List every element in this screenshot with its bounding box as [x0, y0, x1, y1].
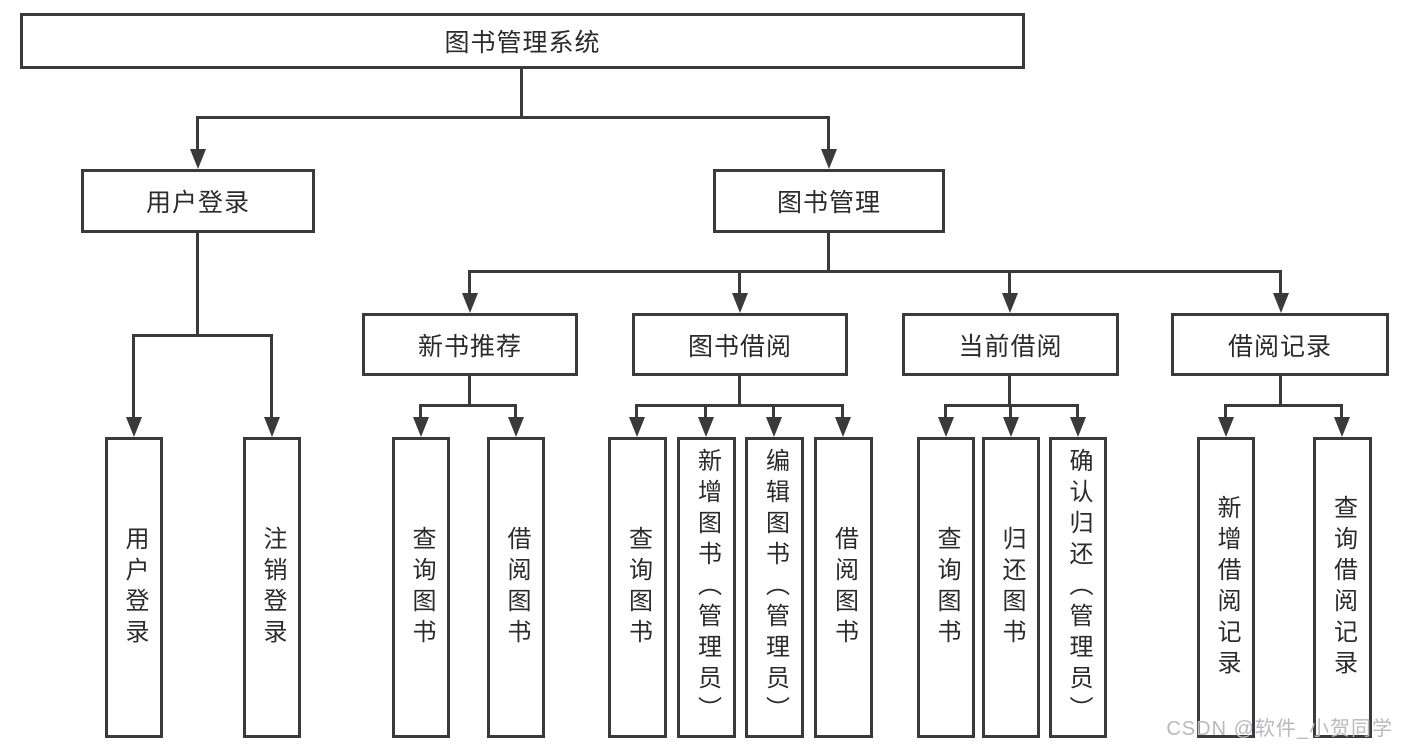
csdn-watermark: CSDN @软件_小贺同学	[1166, 718, 1393, 740]
node-book-borrowing: 图书借阅	[632, 313, 848, 376]
connector-root-split	[196, 116, 830, 119]
connector-drop-borrowing-records	[1279, 270, 1282, 296]
node-library-system: 图书管理系统	[20, 13, 1025, 69]
connector-drop	[1009, 404, 1012, 420]
node-label: 借阅记录	[1227, 332, 1332, 361]
connector-book-management-split	[468, 270, 1282, 273]
leaf-label: 归还图书	[998, 525, 1025, 650]
leaf-query-books-current: 查询图书	[917, 437, 975, 738]
arrowhead	[1003, 417, 1019, 437]
arrowhead-current-borrowing	[1002, 293, 1018, 313]
leaf-add-borrow-record: 新增借阅记录	[1197, 437, 1255, 738]
connector-drop	[635, 404, 638, 420]
connector-drop	[772, 404, 775, 420]
leaf-label: 查询图书	[624, 525, 652, 650]
connector-drop	[704, 404, 707, 420]
connector-borrowing-records-split	[1224, 404, 1343, 407]
node-user-login: 用户登录	[81, 169, 315, 233]
leaf-label: 用户登录	[121, 525, 148, 650]
connector-new-book-stem	[468, 375, 471, 406]
arrowhead-user-login	[190, 149, 206, 169]
connector-book-management-stem	[827, 233, 830, 273]
connector-drop	[1076, 404, 1079, 420]
arrowhead	[629, 417, 645, 437]
node-borrowing-records: 借阅记录	[1171, 313, 1389, 376]
connector-drop-new-book	[468, 270, 471, 296]
connector-drop-leaf-logout	[270, 334, 273, 419]
node-label: 图书管理	[776, 189, 881, 217]
leaf-label: 编辑图书（管理员）	[761, 448, 789, 727]
arrowhead	[1218, 417, 1234, 437]
node-label: 图书借阅	[687, 332, 792, 361]
connector-drop-book-management	[827, 116, 830, 152]
connector-book-borrowing-stem	[738, 375, 741, 406]
leaf-query-books-borrowing: 查询图书	[608, 437, 667, 738]
connector-book-borrowing-split	[635, 404, 844, 407]
arrowhead	[508, 417, 524, 437]
connector-drop-book-borrowing	[738, 270, 741, 296]
arrowhead	[835, 417, 851, 437]
leaf-logout: 注销登录	[243, 437, 301, 738]
connector-user-login-stem	[196, 233, 199, 336]
leaf-label: 新增图书（管理员）	[693, 448, 721, 727]
arrowhead-leaf-user-login	[126, 417, 142, 437]
arrowhead	[1070, 417, 1086, 437]
leaf-label: 确认归还（管理员）	[1065, 448, 1092, 727]
connector-user-login-split	[132, 334, 273, 337]
node-label: 新书推荐	[417, 332, 522, 361]
connector-drop	[419, 404, 422, 420]
arrowhead	[698, 417, 714, 437]
leaf-query-books-recommend: 查询图书	[392, 437, 450, 738]
leaf-borrow-books-recommend: 借阅图书	[487, 437, 545, 738]
connector-root-stem	[520, 69, 523, 118]
node-new-book-recommendation: 新书推荐	[362, 313, 578, 376]
arrowhead-book-management	[821, 149, 837, 169]
leaf-user-login: 用户登录	[105, 437, 163, 738]
connector-drop	[514, 404, 517, 420]
connector-drop	[1224, 404, 1227, 420]
node-label: 图书管理系统	[444, 29, 601, 57]
leaf-label: 借阅图书	[503, 525, 530, 650]
arrowhead	[413, 417, 429, 437]
node-current-borrowing: 当前借阅	[902, 313, 1119, 376]
connector-current-borrowing-stem	[1008, 375, 1011, 406]
arrowhead-borrowing-records	[1273, 293, 1289, 313]
arrowhead	[766, 417, 782, 437]
connector-drop-leaf-user-login	[132, 334, 135, 419]
arrowhead-new-book	[462, 293, 478, 313]
leaf-query-borrow-record: 查询借阅记录	[1313, 437, 1372, 738]
connector-new-book-split	[419, 404, 517, 407]
connector-drop-user-login	[196, 116, 199, 152]
leaf-label: 查询图书	[933, 525, 960, 650]
leaf-confirm-return-admin: 确认归还（管理员）	[1049, 437, 1107, 738]
leaf-label: 查询图书	[408, 525, 435, 650]
leaf-label: 查询借阅记录	[1329, 494, 1357, 681]
leaf-label: 借阅图书	[830, 525, 858, 650]
connector-drop	[1340, 404, 1343, 420]
leaf-add-book-admin: 新增图书（管理员）	[677, 437, 736, 738]
arrowhead	[1334, 417, 1350, 437]
arrowhead-book-borrowing	[732, 293, 748, 313]
connector-borrowing-records-stem	[1279, 375, 1282, 406]
leaf-label: 新增借阅记录	[1213, 494, 1240, 681]
node-label: 用户登录	[145, 189, 250, 217]
connector-drop	[944, 404, 947, 420]
connector-drop-current-borrowing	[1008, 270, 1011, 296]
leaf-return-books: 归还图书	[982, 437, 1040, 738]
node-label: 当前借阅	[958, 332, 1063, 361]
node-book-management: 图书管理	[713, 169, 945, 233]
connector-drop	[841, 404, 844, 420]
leaf-borrow-books: 借阅图书	[814, 437, 873, 738]
leaf-edit-book-admin: 编辑图书（管理员）	[745, 437, 804, 738]
leaf-label: 注销登录	[259, 525, 286, 650]
arrowhead-leaf-logout	[264, 417, 280, 437]
arrowhead	[938, 417, 954, 437]
